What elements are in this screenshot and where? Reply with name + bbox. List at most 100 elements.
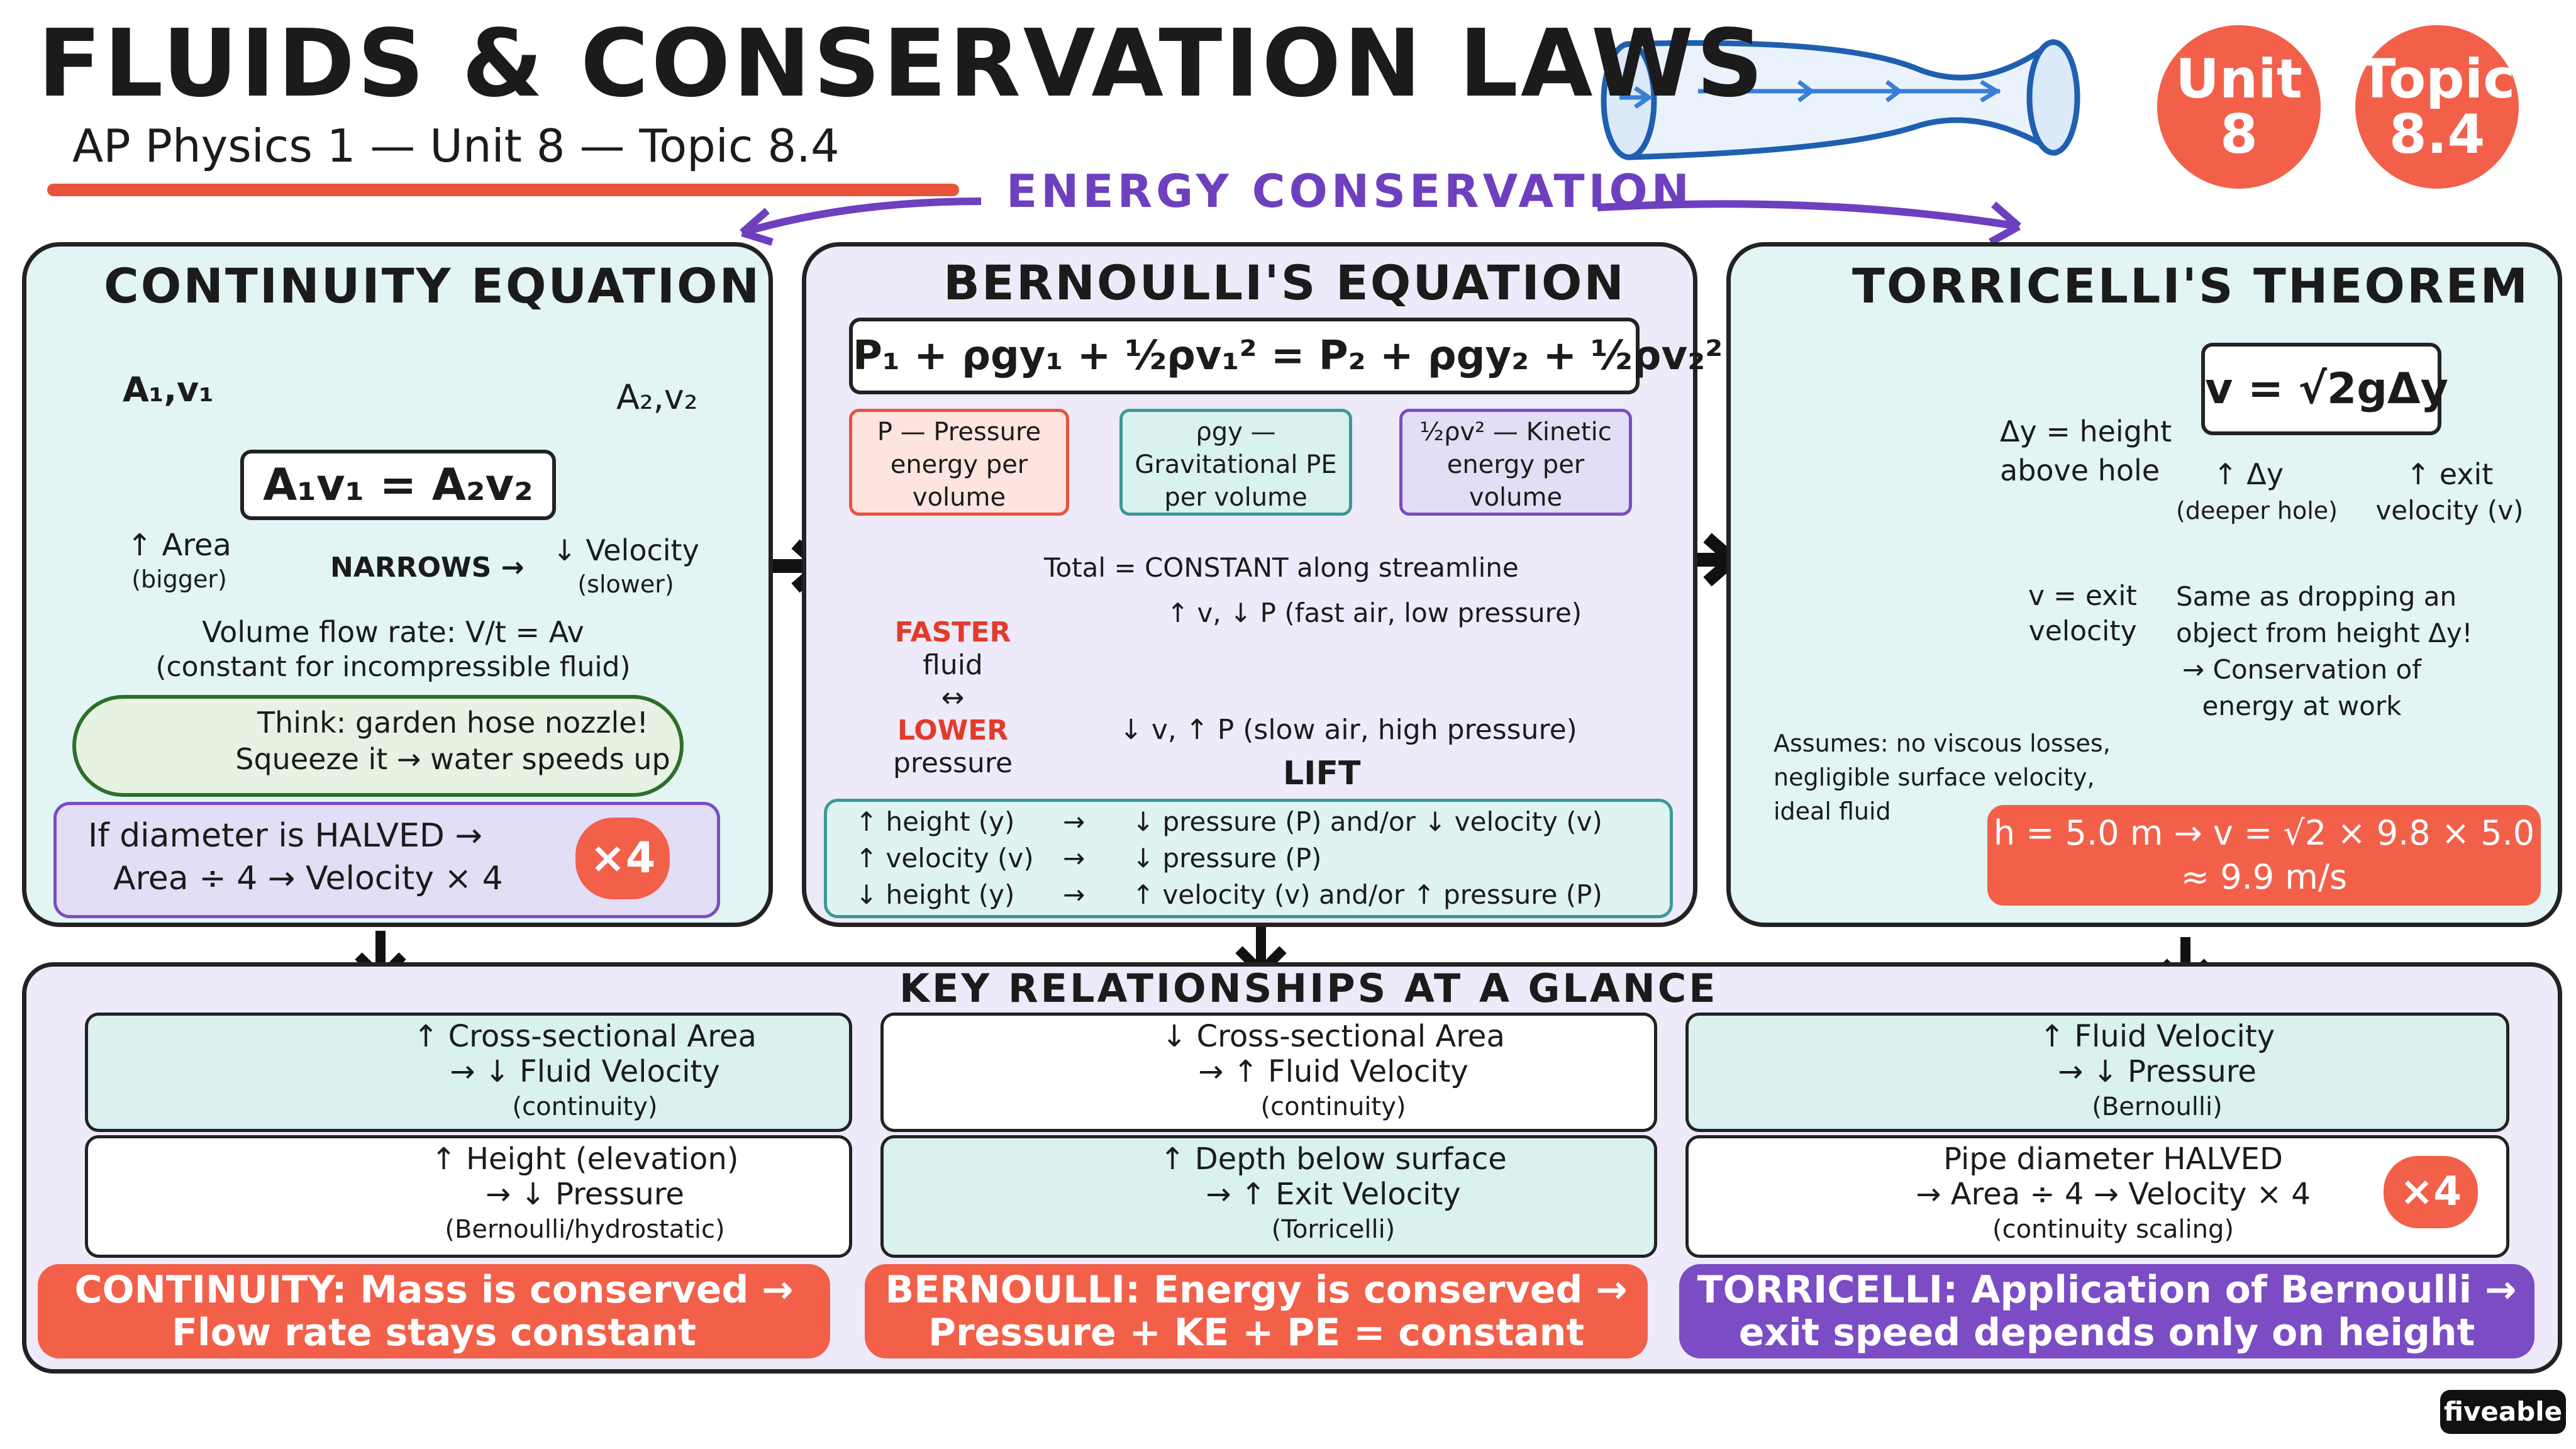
- key-card-text: Pipe diameter HALVED→ Area ÷ 4 → Velocit…: [1916, 1141, 2311, 1244]
- example-line-1: h = 5.0 m → v = √2 × 9.8 × 5.0: [1993, 813, 2535, 853]
- deeper-label: (deeper hole): [2176, 497, 2338, 525]
- bernoulli-row: ↓ height (y)→↑ velocity (v) and/or ↑ pre…: [855, 879, 1602, 910]
- flow-rate: Volume flow rate: V/t = Av: [202, 615, 584, 649]
- lower-label: LOWER: [897, 714, 1009, 747]
- term-ke-box: ½ρv² — Kinetic energy per volume: [1399, 409, 1632, 516]
- key-card-text: ↓ Cross-sectional Area→ ↑ Fluid Velocity…: [1162, 1019, 1505, 1121]
- energy-arrow-left: [741, 197, 982, 236]
- term-pressure-line-2: energy per: [890, 450, 1028, 479]
- footer-torricelli-line-1: TORRICELLI: Application of Bernoulli →: [1697, 1268, 2517, 1312]
- halved-text: If diameter is HALVED → Area ÷ 4 → Veloc…: [88, 814, 503, 900]
- hose-cloud: [72, 695, 684, 797]
- term-ke-line-2: energy per: [1446, 450, 1585, 479]
- lift-label: LIFT: [1283, 755, 1361, 792]
- area-up-note: (bigger): [131, 565, 227, 593]
- dy-group: Δy = height above hole: [2000, 412, 2172, 490]
- key-card-text: ↑ Cross-sectional Area→ ↓ Fluid Velocity…: [413, 1019, 757, 1121]
- unit-badge-value: 8: [2220, 103, 2258, 166]
- swap-label: ↔: [941, 682, 965, 714]
- page-title: FLUIDS & CONSERVATION LAWS: [38, 9, 1766, 118]
- energy-arrow-right: [1597, 200, 2019, 230]
- times-four-badge-small: ×4: [2384, 1156, 2478, 1228]
- continuity-label-in: A₁,v₁: [123, 370, 214, 409]
- up-dy-label: ↑ Δy: [2213, 457, 2284, 491]
- footer-continuity-line-2: Flow rate stays constant: [172, 1311, 696, 1355]
- example-line-2: ≈ 9.9 m/s: [2180, 857, 2348, 897]
- key-card-text: ↑ Height (elevation)→ ↓ Pressure(Bernoul…: [431, 1141, 739, 1244]
- area-up-group: ↑ Area (bigger): [116, 528, 242, 596]
- term-pe-line-1: ρgy —: [1196, 418, 1276, 447]
- hose-line-1: Think: garden hose nozzle!: [257, 706, 648, 740]
- dy-line-2: above hole: [2000, 453, 2160, 487]
- term-ke-line-1: ½ρv² — Kinetic: [1419, 418, 1612, 447]
- bernoulli-title: BERNOULLI'S EQUATION: [943, 255, 1626, 311]
- continuity-title: CONTINUITY EQUATION: [104, 258, 762, 314]
- term-pressure-box: P — Pressure energy per volume: [849, 409, 1069, 516]
- exit-velocity-label: velocity (v): [2375, 495, 2524, 526]
- up-dy-group: ↑ Δy (deeper hole): [2176, 456, 2338, 529]
- topic-badge-value: 8.4: [2389, 103, 2485, 166]
- key-card: [880, 1013, 1657, 1132]
- pressure-label: pressure: [892, 747, 1013, 779]
- bottom-air-label: ↓ v, ↑ P (slow air, high pressure): [1119, 714, 1577, 746]
- faster-label: FASTER: [894, 616, 1011, 648]
- bernoulli-row: ↑ height (y)→↓ pressure (P) and/or ↓ vel…: [855, 806, 1602, 837]
- fluid-label: fluid: [923, 649, 983, 681]
- footer-continuity-line-1: CONTINUITY: Mass is conserved →: [74, 1268, 794, 1312]
- unit-badge-label: Unit: [2175, 48, 2302, 111]
- footer-torricelli-line-2: exit speed depends only on height: [1738, 1311, 2475, 1355]
- title-underline: [47, 184, 959, 196]
- hose-text: Think: garden hose nozzle! Squeeze it → …: [233, 704, 673, 777]
- header-pipe-icon: [1601, 38, 2080, 160]
- bernoulli-equation: P₁ + ρgy₁ + ½ρv₁² = P₂ + ρgy₂ + ½ρv₂²: [849, 318, 1723, 394]
- continuity-label-out: A₂,v₂: [616, 377, 698, 417]
- up-exit-label: ↑ exit: [2406, 457, 2494, 491]
- term-ke-line-3: volume: [1468, 483, 1563, 512]
- key-card: [880, 1135, 1657, 1258]
- key-card-text: ↑ Depth below surface→ ↑ Exit Velocity(T…: [1160, 1141, 1507, 1244]
- key-card: [85, 1135, 852, 1258]
- v-exit-line-2: velocity: [2028, 615, 2137, 647]
- energy-conservation-banner: ENERGY CONSERVATION: [1006, 165, 1693, 218]
- flow-note: (constant for incompressible fluid): [155, 651, 631, 683]
- bernoulli-rows-box: [824, 799, 1673, 918]
- v-exit-line-1: v = exit: [2028, 580, 2137, 612]
- halved-line-1: If diameter is HALVED →: [88, 817, 482, 855]
- topic-badge: Topic 8.4: [2355, 25, 2519, 189]
- example-box: h = 5.0 m → v = √2 × 9.8 × 5.0 ≈ 9.9 m/s: [1987, 805, 2541, 906]
- key-card: [1685, 1135, 2509, 1258]
- same-line-1: Same as dropping an: [2176, 581, 2457, 612]
- bernoulli-row: ↑ velocity (v)→↓ pressure (P): [855, 843, 1322, 874]
- dy-line-1: Δy = height: [2000, 414, 2172, 448]
- up-exit-group: ↑ exit velocity (v): [2371, 456, 2528, 529]
- velocity-down-group: ↓ Velocity (slower): [547, 533, 704, 601]
- footer-bernoulli: BERNOULLI: Energy is conserved → Pressur…: [865, 1264, 1648, 1358]
- same-line-3: → Conservation of: [2182, 654, 2422, 685]
- brand-logo: fiveable: [2440, 1390, 2566, 1434]
- total-constant: Total = CONSTANT along streamline: [1044, 552, 1519, 583]
- torricelli-title: TORRICELLI'S THEOREM: [1852, 258, 2530, 314]
- same-line-4: energy at work: [2202, 691, 2402, 721]
- page-subtitle: AP Physics 1 — Unit 8 — Topic 8.4: [72, 119, 840, 172]
- unit-badge: Unit 8: [2157, 25, 2321, 189]
- term-pressure-line-1: P — Pressure: [877, 418, 1041, 447]
- torricelli-equation: v = √2gΔy: [2201, 343, 2448, 435]
- topic-badge-label: Topic: [2358, 48, 2516, 111]
- key-card-text: ↑ Fluid Velocity→ ↓ Pressure(Bernoulli): [2039, 1019, 2275, 1121]
- footer-bernoulli-line-1: BERNOULLI: Energy is conserved →: [885, 1268, 1628, 1312]
- footer-bernoulli-line-2: Pressure + KE + PE = constant: [928, 1311, 1585, 1355]
- key-relationships-title: KEY RELATIONSHIPS AT A GLANCE: [899, 965, 1718, 1011]
- term-pe-box: ρgy — Gravitational PE per volume: [1119, 409, 1352, 516]
- continuity-equation: A₁v₁ = A₂v₂: [240, 450, 556, 520]
- hose-line-2: Squeeze it → water speeds up: [235, 742, 670, 776]
- assumes-line-1: Assumes: no viscous losses,: [1774, 730, 2111, 757]
- footer-continuity: CONTINUITY: Mass is conserved → Flow rat…: [38, 1264, 830, 1358]
- area-up-label: ↑ Area: [127, 528, 231, 563]
- assumes-line-2: negligible surface velocity,: [1774, 763, 2095, 791]
- top-air-label: ↑ v, ↓ P (fast air, low pressure): [1167, 597, 1582, 628]
- key-card: [1685, 1013, 2509, 1132]
- assumes-line-3: ideal fluid: [1774, 797, 1891, 825]
- footer-torricelli: TORRICELLI: Application of Bernoulli → e…: [1679, 1264, 2534, 1358]
- term-pe-line-2: Gravitational PE: [1135, 450, 1337, 479]
- key-card: [85, 1013, 852, 1132]
